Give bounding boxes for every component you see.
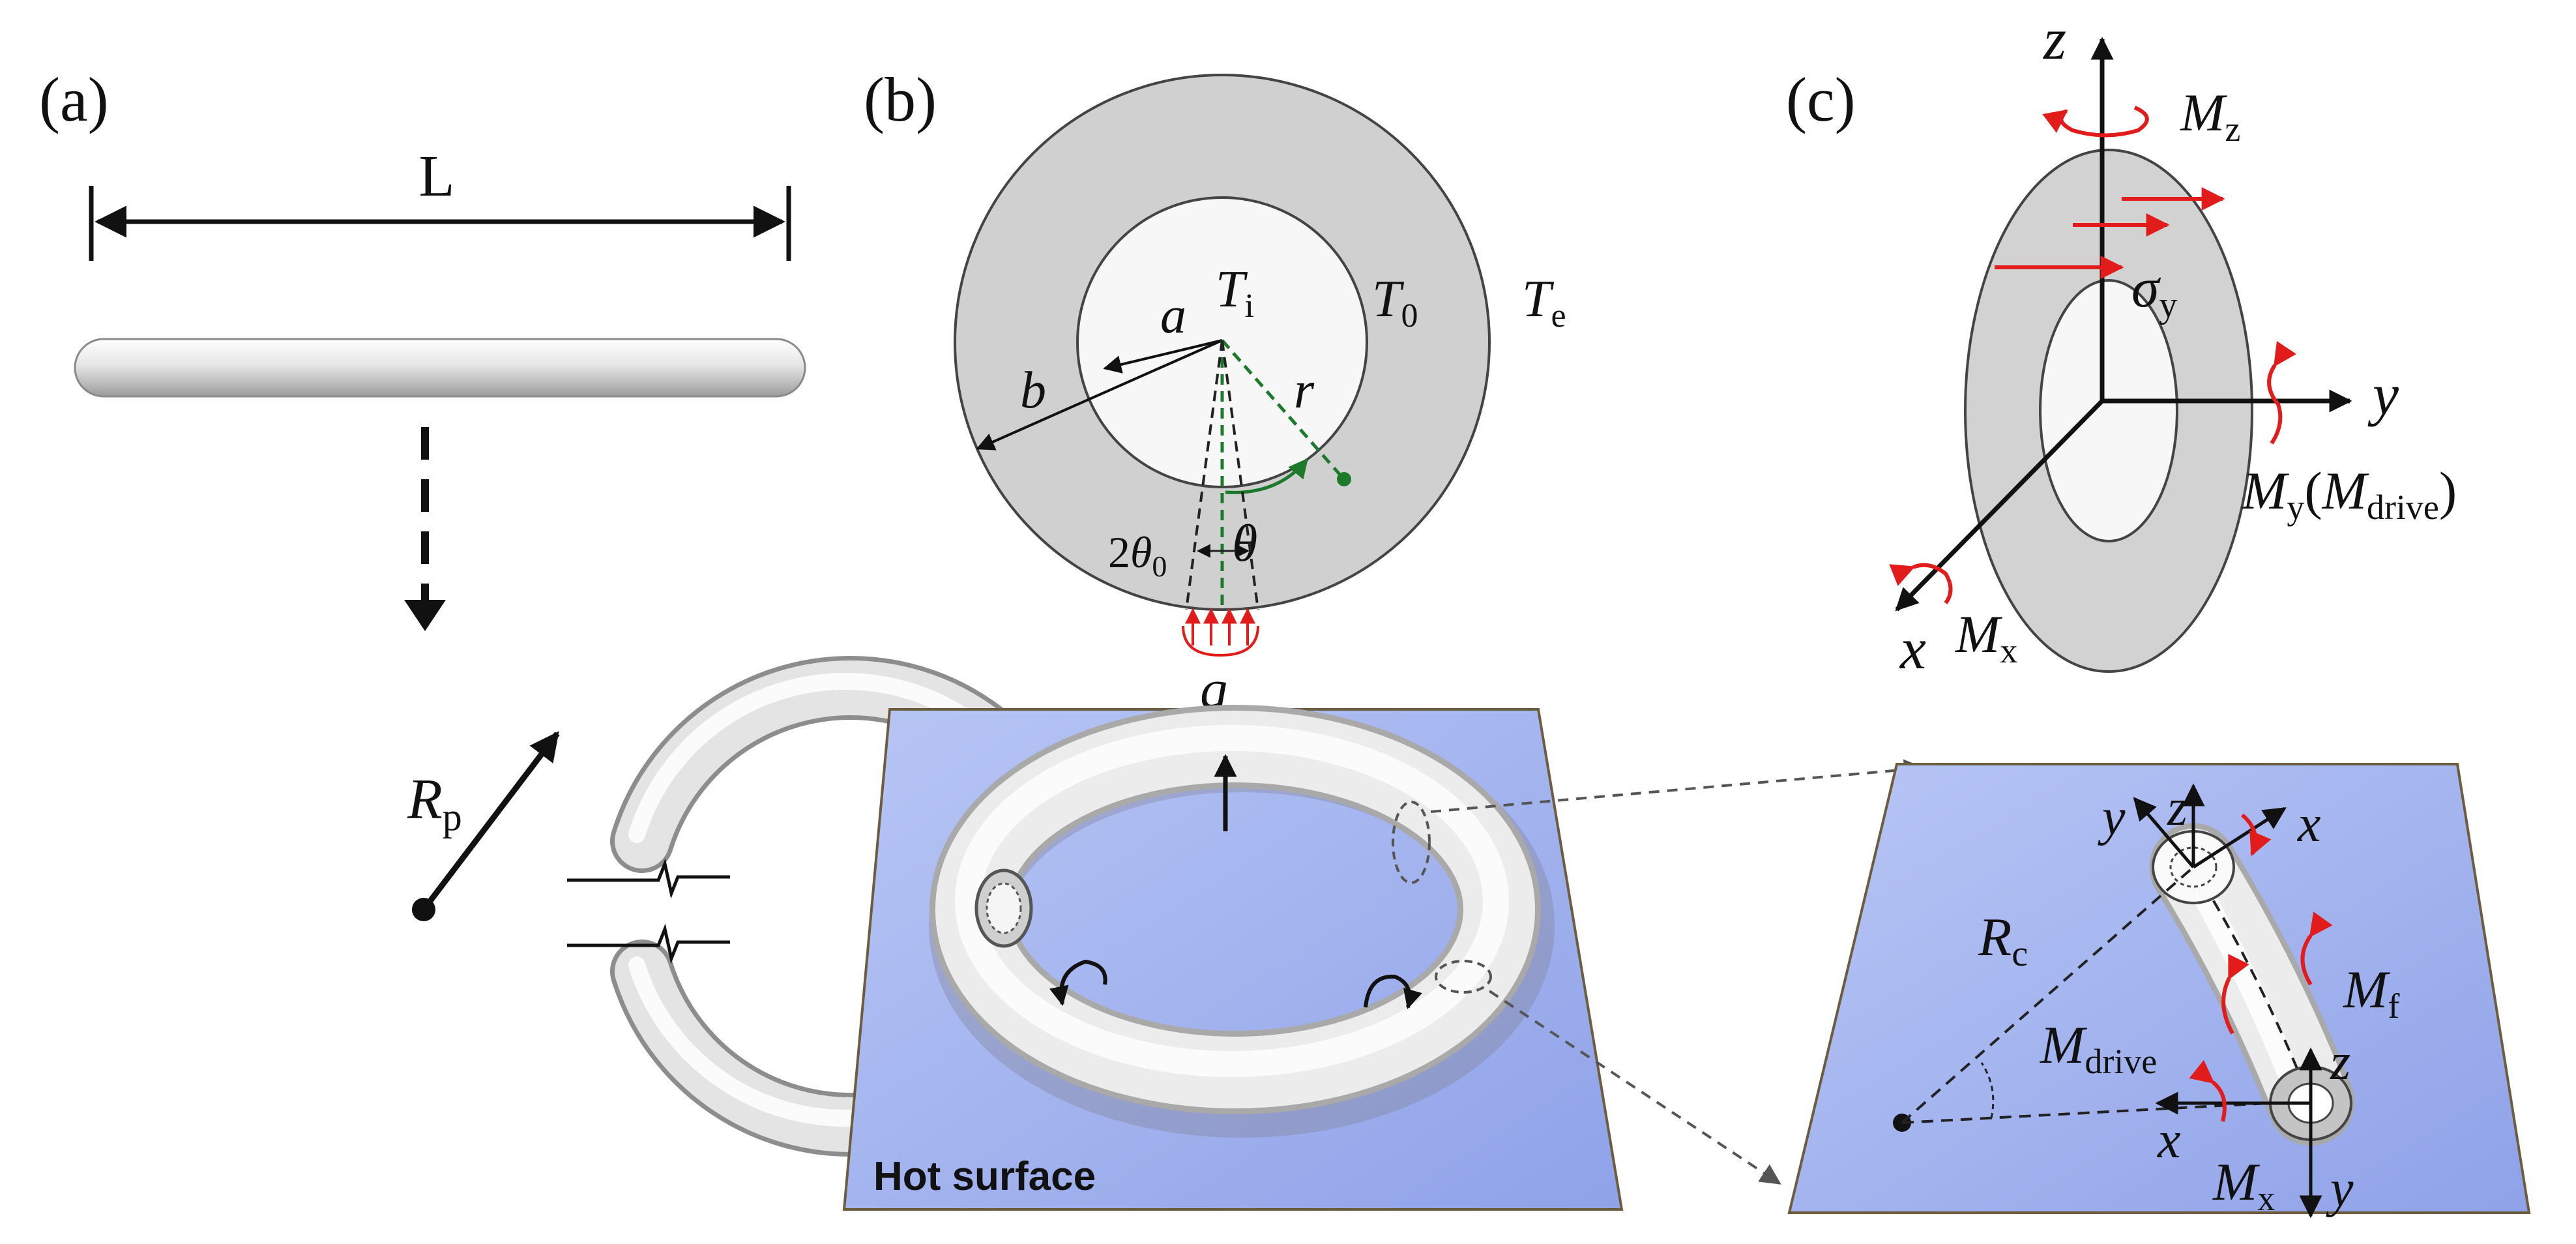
axis-y-label: y [2367,363,2399,427]
torus-cut-bore [986,882,1022,934]
axis-z-label: z [2042,7,2066,72]
detail-top-axis-y [2133,797,2195,868]
detail-bottom-x-label: x [2157,1112,2181,1169]
outer-radius-arrow [976,339,1223,451]
axis-x-label: x [1899,617,1926,681]
detail-bottom-z-label: z [2330,1033,2350,1091]
stress-label: σy [2131,256,2177,325]
break-line-top [567,858,730,899]
straight-rod [74,338,806,398]
wall-temperature: T0 [1372,271,1418,334]
hot-surface-label: Hot surface [873,1154,1096,1199]
axis-x [1895,399,2104,612]
transform-arrowhead [404,600,446,631]
moment-y-arrow [2267,341,2296,445]
length-label: L [419,144,455,209]
stress-arrows [1995,187,2225,279]
leader-line-upper [1430,759,1925,813]
detail-ring-radius-label: Rc [1978,907,2028,974]
moment-x-label: Mx [1955,604,2017,670]
rotation-arrow-right [1364,974,1422,1009]
leader-line-lower [1488,990,1781,1185]
detail-top-z-label: z [2167,779,2188,837]
detail-moment-x-label: Mx [2212,1152,2275,1218]
panel-b: (b) Ti T0 Te a b r θ 2θ0 q [842,65,1925,1211]
detail-radius-line-lower [1901,1102,2269,1124]
detail-top-end-bore [2169,846,2217,888]
heating-sector-right [1221,340,1259,610]
moment-z-label: Mz [2180,83,2240,149]
panel-c: (c) z y x Mz My(Mdrive) Mx σy [1786,7,2457,681]
outer-radius-label: b [1020,362,1046,419]
panel-c-label: (c) [1786,65,1856,134]
detail-angle-arc [1980,1062,1995,1119]
panel-detail: Rc z y x Mf Mdrive x z y Mx [1787,763,2531,1219]
half-angle-label: 2θ0 [1108,527,1167,583]
detail-top-y-label: y [2098,789,2126,846]
moment-drive-arrow [2221,953,2249,1035]
moment-x-arrow [1889,563,1953,604]
moment-drive-label: Mdrive [2040,1015,2157,1081]
panel-b-label: (b) [864,65,937,134]
detail-top-axis-x [2192,807,2287,869]
inner-radius-arrow [1103,339,1223,374]
angle-label: θ [1232,515,1257,572]
section-marker-lower [1435,960,1492,994]
heating-sector-left [1185,340,1223,610]
radius-arrow [421,731,560,911]
inner-radius-label: a [1160,287,1186,344]
heat-flux-arrows [1182,608,1259,657]
detail-top-moment-arrow [2241,813,2272,857]
moment-z-arrow [2042,106,2149,138]
moment-f-label: Mf [2343,960,2399,1026]
torus-highlight [955,725,1509,1077]
detail-radius-line-upper [1901,866,2195,1124]
panel-a-label: (a) [39,65,109,134]
section-marker-upper [1392,801,1431,884]
moment-f-arrow [2300,911,2333,986]
radius-label: Rp [407,768,462,838]
detail-top-x-label: x [2297,795,2321,853]
cross-section-bore [2039,279,2178,542]
inner-temperature: Ti [1216,261,1254,325]
detail-bottom-y-label: y [2326,1161,2354,1218]
moment-y-label: My(Mdrive) [2242,461,2457,527]
break-line-bottom [567,923,730,964]
field-point [1337,472,1351,486]
angle-arc [1225,458,1308,494]
rotation-arrow-left [1049,959,1107,1006]
detail-moment-x-arrow [2189,1059,2227,1122]
radial-coordinate-line [1221,339,1344,479]
external-temperature: Te [1522,271,1566,334]
radial-coordinate-label: r [1294,362,1315,419]
